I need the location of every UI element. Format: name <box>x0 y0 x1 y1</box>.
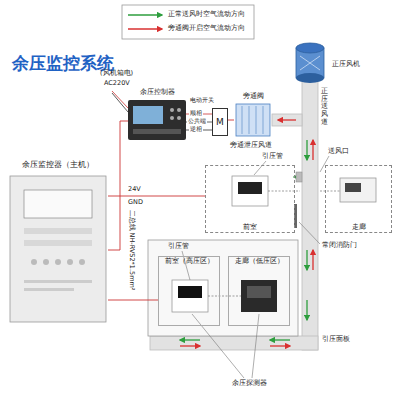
legend-frame <box>122 5 254 39</box>
wire-connector <box>108 196 205 197</box>
bypass-valve-box: 旁通阀 <box>234 92 272 138</box>
bottom-duct <box>150 336 318 350</box>
power-wire <box>112 93 128 112</box>
fan-symbol <box>296 43 324 83</box>
low-pressure-detector <box>241 280 277 312</box>
legend-text: 正常送风时空气流动方向 <box>168 11 245 18</box>
low-pressure-zone: 走廊（低压区） <box>228 256 290 326</box>
annotation-label: 引压管 <box>262 153 283 160</box>
supply-duct <box>302 78 318 350</box>
node-text: 走廊（低压区） <box>235 258 284 265</box>
node-text: 余压监控器（主机） <box>22 161 94 170</box>
anteroom-box: 前室 <box>205 165 295 233</box>
annotation-label: 余压探测器 <box>232 380 267 387</box>
annotation-label: (风机箱电) <box>100 70 133 77</box>
annotation-label: 正压送风道 <box>321 88 328 126</box>
annotation-label: 逆相 <box>189 126 203 133</box>
annotation-label: 二总线 NH-RVS2*1.5mm² <box>127 209 134 292</box>
bypass-duct <box>272 114 302 126</box>
annotation-label: 公共端 <box>187 118 207 125</box>
anteroom-detector <box>232 176 268 206</box>
annotation-label: 顺相 <box>189 110 203 117</box>
annotation-label: 正压风机 <box>332 60 360 68</box>
wire-connector <box>228 120 234 121</box>
leader-line <box>192 314 244 378</box>
node-text: 走廊 <box>352 223 366 231</box>
annotation-label: 送风口 <box>328 148 349 155</box>
leader-line <box>252 314 259 378</box>
annotation-label: GND <box>128 199 143 206</box>
legend-green-arrow <box>128 14 162 15</box>
supply-vent <box>296 172 302 182</box>
node-text: 前室 <box>243 223 257 231</box>
wire-connector <box>108 121 128 250</box>
pressure-controller: 余压控制器 <box>128 88 186 140</box>
annotation-label: 常闭消防门 <box>322 242 357 249</box>
annotation-label: 电动开关 <box>190 97 214 104</box>
lower-region <box>148 240 298 336</box>
monitor-host: 余压监控器（主机） <box>8 160 108 325</box>
node-text: M <box>216 117 224 127</box>
controller-panel <box>128 100 186 140</box>
pressure-tube <box>320 191 340 192</box>
annotation-label: 24V <box>128 186 141 193</box>
leader-line <box>254 161 266 175</box>
motor-box: M <box>212 108 228 136</box>
title: 余压监控系统 <box>12 54 114 74</box>
corridor-box: 走廊 <box>325 165 392 233</box>
annotation-label: 引压面板 <box>322 336 350 343</box>
node-text: 前室（高压区） <box>165 258 214 265</box>
node-text: 旁通阀 <box>243 93 264 100</box>
wire-connector <box>108 300 158 301</box>
leader-line <box>299 222 320 244</box>
high-pressure-detector <box>172 280 208 312</box>
bypass-valve <box>236 104 270 136</box>
legend-red-arrow <box>128 28 162 29</box>
annotation-label: 旁通泄压风道 <box>230 142 272 149</box>
high-pressure-zone: 前室（高压区） <box>158 256 220 326</box>
annotation-label: 引压管 <box>168 243 189 250</box>
pressure-tube <box>268 191 300 192</box>
node-text: 余压控制器 <box>140 89 175 96</box>
corridor-detector <box>340 178 376 202</box>
monitor-panel <box>10 176 106 322</box>
legend-text: 旁通阀开启空气流动方向 <box>168 25 245 32</box>
pressure-tube <box>208 296 241 297</box>
power-wire <box>112 91 128 108</box>
annotation-label: AC220V <box>104 80 130 87</box>
